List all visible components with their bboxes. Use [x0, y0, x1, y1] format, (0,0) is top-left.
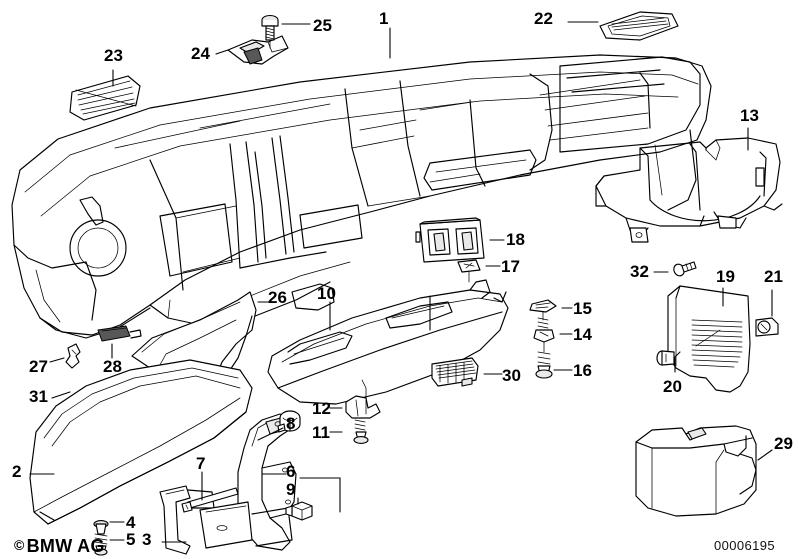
callout-label-12: 12 [312, 399, 331, 418]
part-25-screw [261, 14, 311, 49]
part-20-plug-cap [656, 350, 681, 373]
callout-label-15: 15 [573, 299, 592, 318]
part-11-screw [329, 419, 369, 444]
part-4-expanding-rivet [93, 520, 125, 535]
part-17-retaining-clip [457, 259, 501, 283]
callout-label-18: 18 [506, 230, 525, 249]
part-31-glove-box-lid [29, 359, 253, 525]
main-dashboard-assembly [11, 54, 712, 339]
callout-label-27: 27 [29, 357, 48, 376]
callout-label-8: 8 [286, 414, 296, 433]
callout-label-2: 2 [12, 462, 22, 481]
callout-label-21: 21 [764, 267, 783, 286]
part-18-twin-air-vent [415, 217, 505, 263]
copyright-text: BMW AG [26, 536, 105, 556]
callout-label-24: 24 [191, 44, 210, 63]
callout-label-6: 6 [286, 462, 296, 481]
callout-label-3: 3 [142, 530, 152, 549]
callout-label-32: 32 [630, 262, 649, 281]
part-21-bracket-nut [755, 289, 779, 337]
part-29-relay-box-cover [635, 425, 773, 517]
part-28-slide-block [97, 325, 142, 359]
copyright-notice: ©BMW AG [14, 536, 105, 557]
callout-label-26: 26 [268, 288, 287, 307]
callout-label-13: 13 [740, 106, 759, 125]
part-16-screw-with-spring [535, 351, 573, 379]
callout-label-23: 23 [104, 46, 123, 65]
diagram-id: 00006195 [714, 538, 776, 553]
callout-label-22: 22 [534, 9, 553, 28]
callout-label-1: 1 [379, 9, 389, 28]
part-27-clip [49, 343, 81, 369]
part-30-small-vent-grille [431, 357, 503, 387]
callout-label-5: 5 [126, 530, 136, 549]
callout-label-31: 31 [29, 387, 48, 406]
part-12-clip-fastener [329, 379, 381, 419]
callout-label-16: 16 [573, 361, 592, 380]
callout-label-14: 14 [573, 325, 592, 344]
callout-label-28: 28 [103, 357, 122, 376]
callout-label-20: 20 [663, 377, 682, 396]
part-15-washer-plate [529, 299, 573, 321]
part-8-cap-nut [257, 410, 301, 441]
callout-label-11: 11 [312, 423, 330, 442]
callout-label-7: 7 [196, 454, 206, 473]
part-23-side-air-vent-grille [69, 69, 141, 121]
part-2-glove-box-lower-trim-panel [29, 411, 247, 525]
callout-label-9: 9 [286, 480, 296, 499]
part-9-hex-bolt [285, 497, 313, 521]
callout-label-4: 4 [126, 513, 136, 532]
copyright-symbol: © [14, 537, 25, 553]
part-5-screw-with-spring [94, 533, 125, 556]
part-10-lower-dash-cover-panel [267, 279, 509, 405]
part-14-grommet-nut [533, 317, 573, 353]
callout-label-17: 17 [501, 257, 520, 276]
callout-label-29: 29 [774, 434, 793, 453]
part-24-retaining-bracket [215, 35, 289, 65]
callout-label-10: 10 [317, 284, 336, 303]
part-32-expanding-rivet [653, 261, 697, 277]
part-19-loudspeaker-grille-cover [667, 285, 751, 393]
callout-label-25: 25 [313, 16, 332, 35]
part-22-defroster-grille-cover [567, 11, 679, 41]
callout-label-30: 30 [502, 366, 521, 385]
part-13-footwell-air-duct-housing [595, 127, 783, 243]
callout-label-19: 19 [716, 267, 735, 286]
